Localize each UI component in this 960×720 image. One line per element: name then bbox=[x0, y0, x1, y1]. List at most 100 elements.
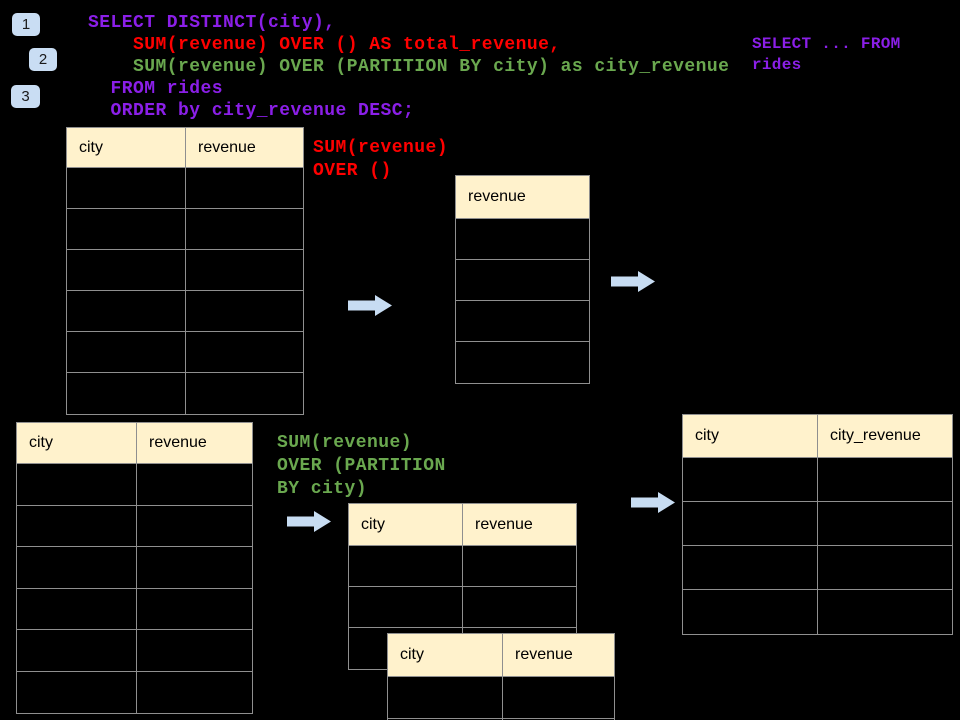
column-header: city bbox=[388, 634, 503, 677]
column-header: revenue bbox=[503, 634, 614, 677]
table-row bbox=[349, 587, 576, 628]
empty-cell bbox=[17, 630, 137, 672]
empty-cell bbox=[818, 458, 952, 502]
empty-cell bbox=[818, 502, 952, 546]
empty-cell bbox=[349, 587, 463, 628]
column-header: revenue bbox=[456, 176, 589, 219]
annotation-sum-over-partition: SUM(revenue) OVER (PARTITION BY city) bbox=[277, 432, 446, 501]
empty-cell bbox=[818, 546, 952, 590]
column-header: city_revenue bbox=[818, 415, 952, 458]
right-arrow-icon bbox=[611, 271, 655, 292]
empty-cell bbox=[186, 373, 303, 414]
empty-cell bbox=[186, 209, 303, 250]
empty-cell bbox=[683, 590, 818, 634]
table-row bbox=[349, 546, 576, 587]
code-line: SELECT DISTINCT(city), bbox=[88, 13, 336, 33]
table-total-revenue-result: revenue bbox=[455, 175, 590, 384]
table-row bbox=[456, 219, 589, 260]
table-row bbox=[67, 209, 303, 250]
table-row bbox=[683, 546, 952, 590]
empty-cell bbox=[137, 547, 252, 589]
empty-cell bbox=[137, 630, 252, 672]
step-badge-3: 3 bbox=[11, 85, 40, 108]
code-line: OVER (PARTITION bbox=[277, 456, 446, 476]
empty-cell bbox=[456, 219, 589, 260]
table-row bbox=[683, 458, 952, 502]
empty-cell bbox=[683, 546, 818, 590]
code-line: ORDER by city_revenue DESC; bbox=[88, 101, 415, 121]
empty-cell bbox=[17, 547, 137, 589]
code-line: FROM rides bbox=[88, 79, 224, 99]
annotation-sum-over-total: SUM(revenue) OVER () bbox=[313, 137, 448, 183]
table-row bbox=[67, 373, 303, 414]
right-arrow-icon bbox=[287, 511, 331, 532]
code-line: rides bbox=[752, 56, 802, 74]
empty-cell bbox=[349, 546, 463, 587]
empty-cell bbox=[186, 168, 303, 209]
empty-cell bbox=[17, 464, 137, 506]
empty-cell bbox=[503, 677, 614, 719]
table-row bbox=[17, 671, 252, 713]
code-line: SUM(revenue) bbox=[277, 433, 413, 453]
empty-cell bbox=[463, 546, 576, 587]
code-line: BY city) bbox=[277, 479, 368, 499]
table-row bbox=[67, 168, 303, 209]
empty-cell bbox=[456, 260, 589, 301]
column-header: revenue bbox=[137, 423, 252, 464]
empty-cell bbox=[67, 373, 186, 414]
empty-cell bbox=[67, 291, 186, 332]
table-row bbox=[388, 677, 614, 719]
empty-cell bbox=[17, 588, 137, 630]
step-badge-1: 1 bbox=[12, 13, 40, 36]
column-header: city bbox=[683, 415, 818, 458]
table-row bbox=[17, 630, 252, 672]
empty-cell bbox=[186, 291, 303, 332]
table-row bbox=[17, 588, 252, 630]
table-row bbox=[683, 590, 952, 634]
empty-cell bbox=[137, 589, 252, 630]
code-line: OVER () bbox=[313, 161, 392, 181]
table-row bbox=[456, 260, 589, 301]
table-row bbox=[456, 301, 589, 342]
code-line: SUM(revenue) OVER (PARTITION BY city) as… bbox=[88, 57, 730, 77]
empty-cell bbox=[683, 502, 818, 546]
table-row bbox=[67, 250, 303, 291]
empty-cell bbox=[67, 168, 186, 209]
table-row bbox=[17, 464, 252, 506]
empty-cell bbox=[683, 458, 818, 502]
empty-cell bbox=[137, 464, 252, 506]
empty-cell bbox=[67, 250, 186, 291]
step-badge-2: 2 bbox=[29, 48, 57, 71]
empty-cell bbox=[67, 332, 186, 373]
empty-cell bbox=[186, 250, 303, 291]
empty-cell bbox=[67, 209, 186, 250]
column-header: city bbox=[349, 504, 463, 546]
code-line: SUM(revenue) bbox=[313, 138, 449, 158]
empty-cell bbox=[17, 505, 137, 547]
table-row bbox=[17, 547, 252, 589]
empty-cell bbox=[463, 587, 576, 628]
column-header: city bbox=[67, 128, 186, 168]
code-line: SELECT ... FROM bbox=[752, 35, 901, 53]
table-row bbox=[456, 342, 589, 383]
column-header: revenue bbox=[186, 128, 303, 168]
table-row bbox=[67, 332, 303, 373]
empty-cell bbox=[388, 677, 503, 719]
table-row bbox=[17, 505, 252, 547]
empty-cell bbox=[456, 301, 589, 342]
right-arrow-icon bbox=[631, 492, 675, 513]
sql-query-code: SELECT DISTINCT(city), SUM(revenue) OVER… bbox=[88, 12, 729, 122]
empty-cell bbox=[456, 342, 589, 383]
column-header: city bbox=[17, 423, 137, 464]
table-header-row: revenue bbox=[456, 176, 589, 219]
